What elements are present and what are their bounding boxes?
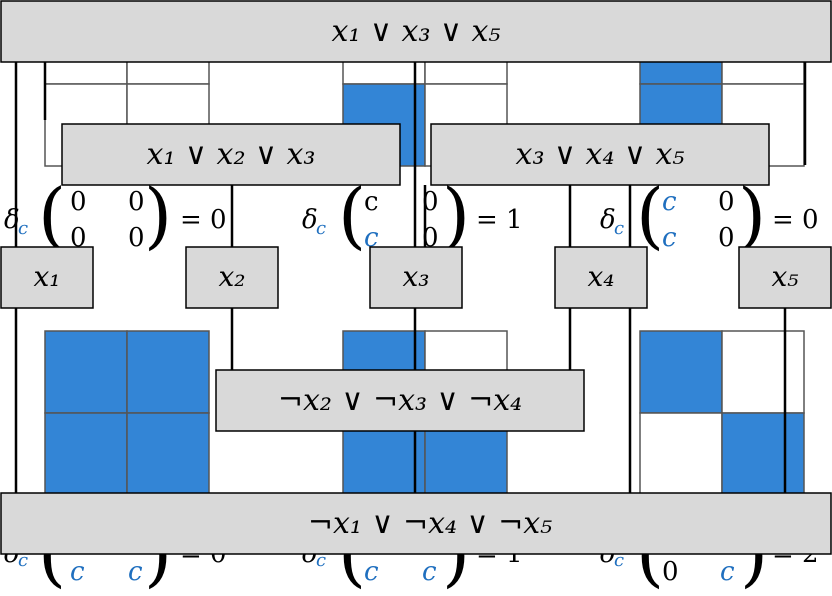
matrix-entry: 0	[70, 187, 87, 217]
delta-subscript: c	[18, 550, 28, 571]
delta-subscript: c	[614, 218, 624, 239]
matrix-entry: c	[128, 557, 143, 587]
delta-symbol: δ	[600, 205, 616, 235]
delta-result: = 1	[476, 205, 523, 235]
matrix-entry: 0	[128, 187, 145, 217]
clause-box-right: x₃ ∨ x₄ ∨ x₅	[430, 123, 770, 186]
filled-cell	[126, 412, 210, 496]
variable-label: x₅	[771, 260, 798, 293]
clause-box-top: x₁ ∨ x₃ ∨ x₅	[0, 0, 832, 63]
delta-expression: δ c ( c 0 c 0 ) = 1	[302, 173, 523, 257]
delta-subscript: c	[316, 218, 326, 239]
matrix-entry: c	[364, 557, 379, 587]
filled-cell	[721, 412, 805, 496]
right-paren: )	[442, 173, 470, 257]
matrix-entry: 0	[70, 223, 87, 253]
clause-label: ¬x₂ ∨ ¬x₃ ∨ ¬x₄	[278, 383, 522, 418]
left-paren: (	[636, 173, 664, 257]
matrix-entry: c	[364, 223, 379, 253]
clause-box-middle: ¬x₂ ∨ ¬x₃ ∨ ¬x₄	[215, 369, 585, 432]
right-paren: )	[738, 173, 766, 257]
matrix-entry: c	[422, 557, 437, 587]
variable-node-x5: x₅	[738, 246, 832, 309]
left-paren: (	[338, 173, 366, 257]
variable-label: x₁	[33, 260, 60, 293]
delta-symbol: δ	[4, 205, 20, 235]
variable-node-x4: x₄	[554, 246, 648, 309]
variable-label: x₃	[402, 260, 429, 293]
clause-box-left: x₁ ∨ x₂ ∨ x₃	[61, 123, 401, 186]
matrix-entry: 0	[422, 223, 439, 253]
matrix-entry: 0	[718, 223, 735, 253]
delta-subscript: c	[614, 550, 624, 571]
variable-boxes: x₁ x₂ x₃ x₄ x₅	[0, 246, 832, 309]
variable-label: x₄	[587, 260, 614, 293]
delta-result: = 0	[180, 205, 227, 235]
empty-cell	[721, 330, 805, 414]
filled-cell	[639, 330, 723, 414]
clause-box-bottom: ¬x₁ ∨ ¬x₄ ∨ ¬x₅	[0, 492, 832, 555]
variable-label: x₂	[218, 260, 245, 293]
matrix-entry: 0	[128, 223, 145, 253]
right-paren: )	[144, 173, 172, 257]
variable-node-x3: x₃	[369, 246, 463, 309]
clause-boxes: x₁ ∨ x₃ ∨ x₅ x₁ ∨ x₂ ∨ x₃ x₃ ∨ x₄ ∨ x₅ ¬…	[0, 0, 832, 555]
empty-cell	[639, 412, 723, 496]
filled-cell	[126, 330, 210, 414]
matrix-entry: c	[720, 557, 735, 587]
left-paren: (	[38, 173, 66, 257]
matrix-entry: 0	[662, 557, 679, 587]
filled-cell	[44, 330, 128, 414]
matrix-entry: c	[364, 187, 379, 217]
clause-label: x₃ ∨ x₄ ∨ x₅	[516, 137, 685, 172]
matrix-entry: c	[662, 187, 677, 217]
clause-label: x₁ ∨ x₂ ∨ x₃	[147, 137, 316, 172]
clause-label: ¬x₁ ∨ ¬x₄ ∨ ¬x₅	[308, 506, 552, 541]
variable-node-x2: x₂	[185, 246, 279, 309]
variable-node-x1: x₁	[0, 246, 94, 309]
delta-expressions-row1: δ c ( 0 0 0 0 ) = 0 δ c ( c 0 c 0 ) = 1 …	[4, 173, 819, 257]
clause-label: x₁ ∨ x₃ ∨ x₅	[332, 14, 501, 49]
delta-result: = 0	[772, 205, 819, 235]
delta-expression: δ c ( c 0 c 0 ) = 0	[600, 173, 819, 257]
matrix-entry: 0	[718, 187, 735, 217]
matrix-entry: 0	[422, 187, 439, 217]
matrix-entry: c	[662, 223, 677, 253]
delta-subscript: c	[316, 550, 326, 571]
matrix-entry: c	[70, 557, 85, 587]
delta-subscript: c	[18, 218, 28, 239]
delta-symbol: δ	[302, 205, 318, 235]
delta-expression: δ c ( 0 0 0 0 ) = 0	[4, 173, 227, 257]
filled-cell	[44, 412, 128, 496]
